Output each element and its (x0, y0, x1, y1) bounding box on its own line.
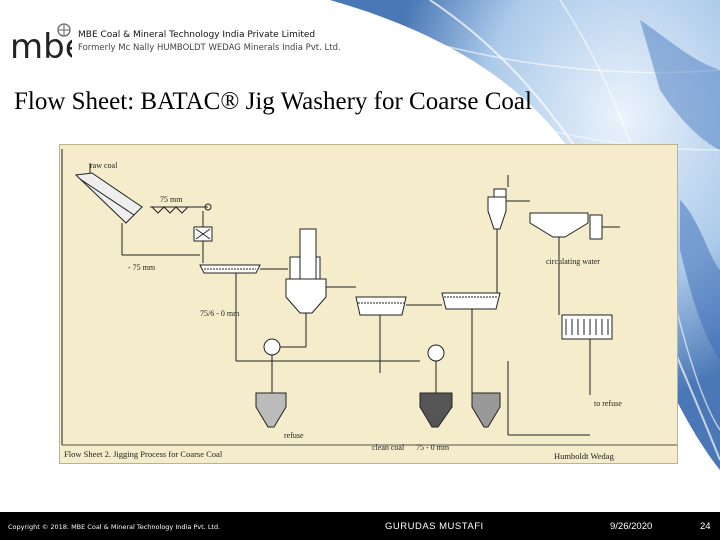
diagram-credit: Humboldt Wedag (554, 451, 614, 461)
flow-sheet-diagram: raw coal 75 mm - 75 mm 75/6 - 0 mm circu… (59, 144, 678, 464)
svg-text:mbe: mbe (10, 27, 72, 67)
footer-bar (0, 512, 720, 540)
pump-middle (427, 344, 445, 362)
dewatering-screen-right (441, 292, 501, 310)
belt-filter (561, 314, 613, 340)
footer-copyright: Copyright © 2018. MBE Coal & Mineral Tec… (8, 523, 221, 531)
label-refuse: refuse (284, 431, 304, 440)
mbe-logo: mbe (10, 23, 72, 67)
label-clean-size: 75 - 0 mm (416, 443, 450, 452)
diagram-caption: Flow Sheet 2. Jigging Process for Coarse… (64, 449, 223, 459)
label-circulating-water: circulating water (546, 257, 600, 266)
pump-left (263, 338, 281, 356)
slide-title: Flow Sheet: BATAC® Jig Washery for Coars… (14, 88, 532, 115)
footer-page-number: 24 (700, 521, 711, 532)
dewatering-screen-middle (355, 296, 407, 316)
refuse-bunker (255, 392, 287, 428)
label-minus-75mm: - 75 mm (128, 263, 156, 272)
label-raw-coal: raw coal (90, 161, 118, 170)
thickener (529, 212, 589, 238)
label-to-refuse: to refuse (594, 399, 622, 408)
label-75mm: 75 mm (160, 195, 183, 204)
cyclone (487, 196, 507, 230)
label-clean-coal: clean coal (372, 443, 405, 452)
clean-coal-bunker-1 (419, 392, 453, 428)
footer-author: GURUDAS MUSTAFI (385, 521, 484, 532)
clean-coal-bunker-2 (471, 392, 501, 428)
label-size-75-6-0: 75/6 - 0 mm (200, 309, 240, 318)
company-name: MBE Coal & Mineral Technology India Priv… (78, 30, 316, 40)
company-formerly: Formerly Mc Nally HUMBOLDT WEDAG Mineral… (78, 43, 341, 53)
footer-date: 9/26/2020 (610, 521, 653, 532)
flow-sheet-drawing (61, 149, 677, 446)
